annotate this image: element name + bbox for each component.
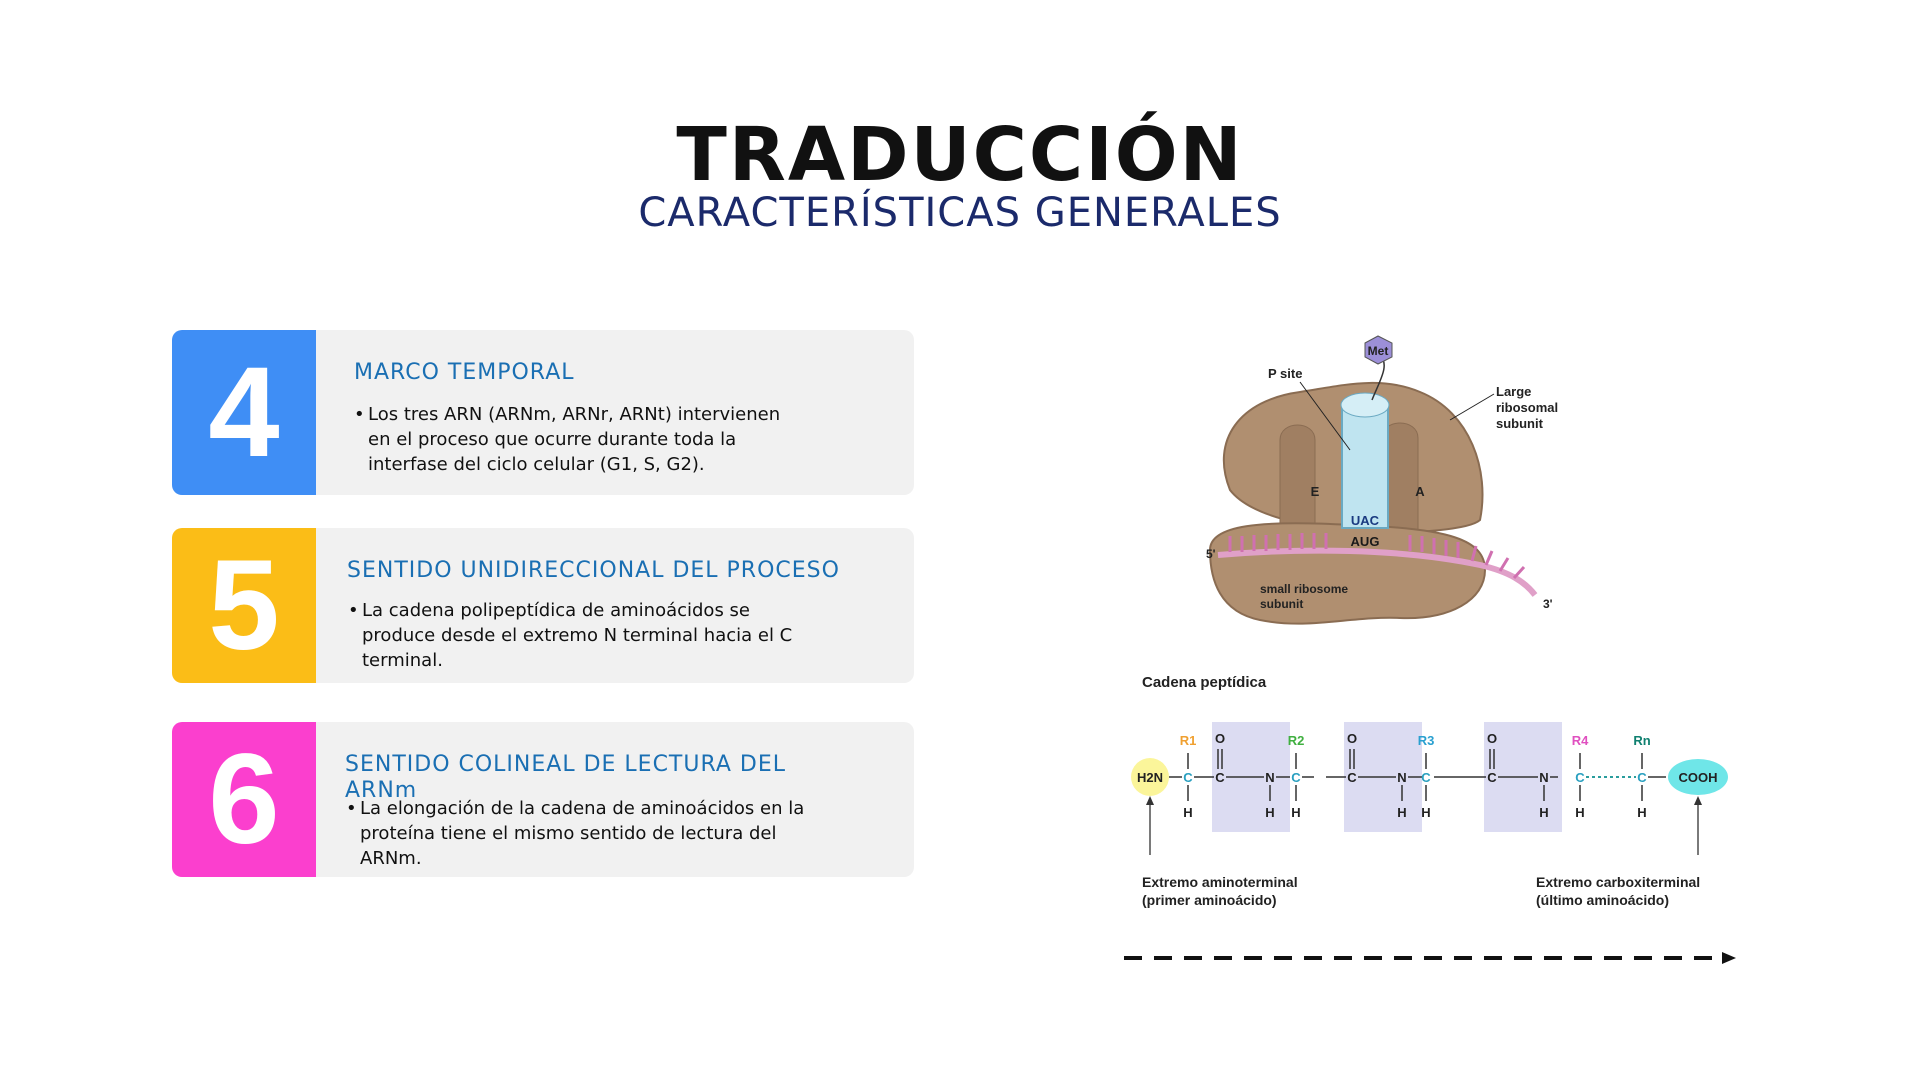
card-number: 6	[172, 722, 316, 877]
direction-arrowhead	[1722, 952, 1736, 964]
amide-nitrogen: N	[1539, 770, 1548, 785]
card-number: 5	[172, 528, 316, 683]
page-subtitle: CARACTERÍSTICAS GENERALES	[638, 190, 1282, 236]
direction-arrow	[1124, 952, 1736, 964]
c-terminus-ellipse	[1668, 759, 1728, 795]
card-heading: MARCO TEMPORAL	[354, 360, 575, 385]
card-panel: SENTIDO UNIDIRECCIONAL DEL PROCESO • La …	[316, 528, 914, 683]
body-line: terminal.	[362, 650, 443, 671]
hydrogen: H	[1397, 805, 1406, 820]
r4-label: R4	[1572, 733, 1589, 748]
small-subunit-label-1: small ribosome	[1260, 582, 1348, 596]
peptide-chain-diagram: Cadena peptídica H2N COOH C C N C C N	[1131, 674, 1728, 908]
body-line: en el proceso que ocurre durante toda la	[368, 429, 737, 450]
hydrogen: H	[1265, 805, 1274, 820]
hydrogen: H	[1421, 805, 1430, 820]
card-heading-line: SENTIDO COLINEAL DE LECTURA DEL	[345, 752, 787, 777]
body-line: interfase del ciclo celular (G1, S, G2).	[368, 454, 705, 475]
rn-label: Rn	[1633, 733, 1650, 748]
card-sentido-unidireccional: 5 SENTIDO UNIDIRECCIONAL DEL PROCESO • L…	[172, 528, 914, 683]
r2-label: R2	[1288, 733, 1305, 748]
ribosome-diagram: Met UAC AUG E A 5' 3' P site Large ribos…	[1206, 335, 1558, 625]
r1-label: R1	[1180, 733, 1197, 748]
hydrogen: H	[1539, 805, 1548, 820]
large-subunit-label-3: subunit	[1496, 416, 1544, 431]
alpha-carbon: C	[1637, 770, 1647, 785]
large-subunit-pointer	[1449, 393, 1495, 421]
hydrogen: H	[1637, 805, 1646, 820]
hydrogen: H	[1291, 805, 1300, 820]
card-body: • La cadena polipeptídica de aminoácidos…	[348, 598, 793, 673]
met-label: Met	[1368, 344, 1389, 358]
e-site-pocket	[1279, 424, 1316, 531]
trna-top	[1340, 392, 1390, 418]
p-site-label: P site	[1268, 366, 1302, 381]
alpha-carbon: C	[1183, 770, 1193, 785]
bullet: •	[354, 404, 365, 425]
alpha-carbon: C	[1421, 770, 1431, 785]
oxygen: O	[1347, 731, 1357, 746]
body-line: La elongación de la cadena de aminoácido…	[360, 798, 805, 819]
body-line: Los tres ARN (ARNm, ARNr, ARNt) intervie…	[368, 404, 781, 425]
n-terminus-label-1: Extremo aminoterminal	[1142, 874, 1298, 890]
alpha-carbon: C	[1575, 770, 1585, 785]
hydrogen: H	[1575, 805, 1584, 820]
c-terminus-label-1: Extremo carboxiterminal	[1536, 874, 1700, 890]
c-terminus-label-2: (último aminoácido)	[1536, 892, 1669, 908]
amide-nitrogen: N	[1397, 770, 1406, 785]
n-terminus-label-2: (primer aminoácido)	[1142, 892, 1277, 908]
large-subunit-label-1: Large	[1496, 384, 1531, 399]
a-site-label: A	[1415, 484, 1425, 499]
mrna-strand	[1217, 547, 1538, 597]
bullet: •	[348, 600, 359, 621]
bullet: •	[346, 798, 357, 819]
body-line: La cadena polipeptídica de aminoácidos s…	[362, 600, 750, 621]
n-terminus-arrowhead	[1146, 796, 1154, 805]
carbonyl-carbon: C	[1347, 770, 1357, 785]
small-subunit-label-2: subunit	[1260, 597, 1303, 611]
hydrogen: H	[1183, 805, 1192, 820]
card-heading: SENTIDO COLINEAL DE LECTURA DEL ARNm	[345, 752, 786, 804]
alpha-carbon: C	[1291, 770, 1301, 785]
large-subunit-label-2: ribosomal	[1496, 400, 1558, 415]
carbonyl-carbon: C	[1487, 770, 1497, 785]
body-line: proteína tiene el mismo sentido de lectu…	[360, 823, 777, 844]
card-marco-temporal: 4 MARCO TEMPORAL • Los tres ARN (ARNm, A…	[172, 330, 914, 495]
card-body: • La elongación de la cadena de aminoáci…	[346, 796, 805, 871]
card-body: • Los tres ARN (ARNm, ARNr, ARNt) interv…	[354, 402, 781, 477]
five-prime-label: 5'	[1206, 547, 1216, 561]
mrna-bases	[1228, 533, 1526, 580]
page-title: TRADUCCIÓN	[676, 112, 1244, 198]
card-heading-line: ARNm	[345, 778, 418, 803]
cooh-label: COOH	[1679, 770, 1718, 785]
card-panel: SENTIDO COLINEAL DE LECTURA DEL ARNm • L…	[316, 722, 914, 877]
amide-nitrogen: N	[1265, 770, 1274, 785]
card-sentido-colineal: 6 SENTIDO COLINEAL DE LECTURA DEL ARNm •…	[172, 722, 914, 877]
anticodon-label: UAC	[1351, 513, 1380, 528]
p-site-pointer	[1299, 381, 1351, 451]
r3-label: R3	[1418, 733, 1435, 748]
n-terminus-circle	[1131, 758, 1169, 796]
h2n-label: H2N	[1137, 770, 1163, 785]
card-heading: SENTIDO UNIDIRECCIONAL DEL PROCESO	[347, 558, 840, 583]
small-subunit	[1208, 522, 1487, 625]
card-number: 4	[172, 330, 316, 495]
oxygen: O	[1487, 731, 1497, 746]
body-line: ARNm.	[360, 848, 422, 869]
codon-label: AUG	[1351, 534, 1380, 549]
body-line: produce desde el extremo N terminal haci…	[362, 625, 793, 646]
card-panel: MARCO TEMPORAL • Los tres ARN (ARNm, ARN…	[316, 330, 914, 495]
peptide-title: Cadena peptídica	[1142, 674, 1267, 691]
backbone-bonds	[1169, 749, 1666, 801]
c-terminus-arrowhead	[1694, 796, 1702, 805]
met-icon	[1364, 335, 1393, 365]
three-prime-label: 3'	[1543, 597, 1553, 611]
e-site-label: E	[1311, 484, 1320, 499]
carbonyl-carbon: C	[1215, 770, 1225, 785]
oxygen: O	[1215, 731, 1225, 746]
